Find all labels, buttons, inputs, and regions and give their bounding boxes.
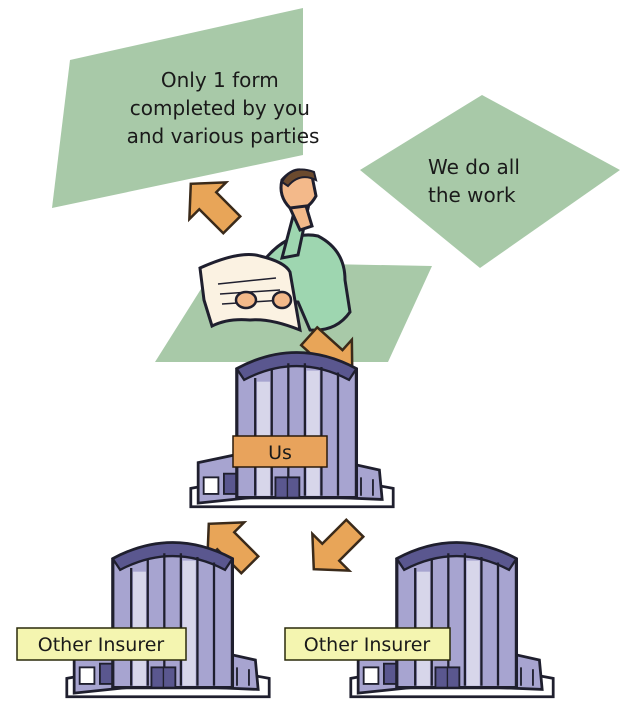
left-insurer-label-text: Other Insurer bbox=[38, 634, 165, 656]
us-label-text: Us bbox=[268, 442, 292, 464]
us-building-icon bbox=[189, 351, 395, 509]
right-insurer-building-icon bbox=[349, 541, 555, 699]
form-panel-line-2: completed by you bbox=[130, 96, 310, 120]
arrow-to-right-insurer bbox=[310, 517, 366, 573]
right-insurer-label: Other Insurer bbox=[284, 627, 451, 661]
form-panel-text: Only 1 form completed by you and various… bbox=[127, 68, 320, 148]
right-insurer-label-text: Other Insurer bbox=[304, 634, 431, 656]
form-panel-line-1: Only 1 form bbox=[161, 68, 279, 92]
work-panel-text: We do all the work bbox=[428, 155, 526, 207]
form-panel bbox=[52, 8, 303, 208]
left-insurer-label: Other Insurer bbox=[16, 627, 187, 661]
form-panel-line-3: and various parties bbox=[127, 124, 320, 148]
us-label: Us bbox=[232, 435, 328, 468]
work-panel-line-1: We do all bbox=[428, 155, 520, 179]
person-reading-document-icon bbox=[198, 168, 352, 333]
work-panel bbox=[360, 95, 620, 268]
arrow-to-form bbox=[187, 180, 243, 236]
work-panel-line-2: the work bbox=[428, 183, 516, 207]
